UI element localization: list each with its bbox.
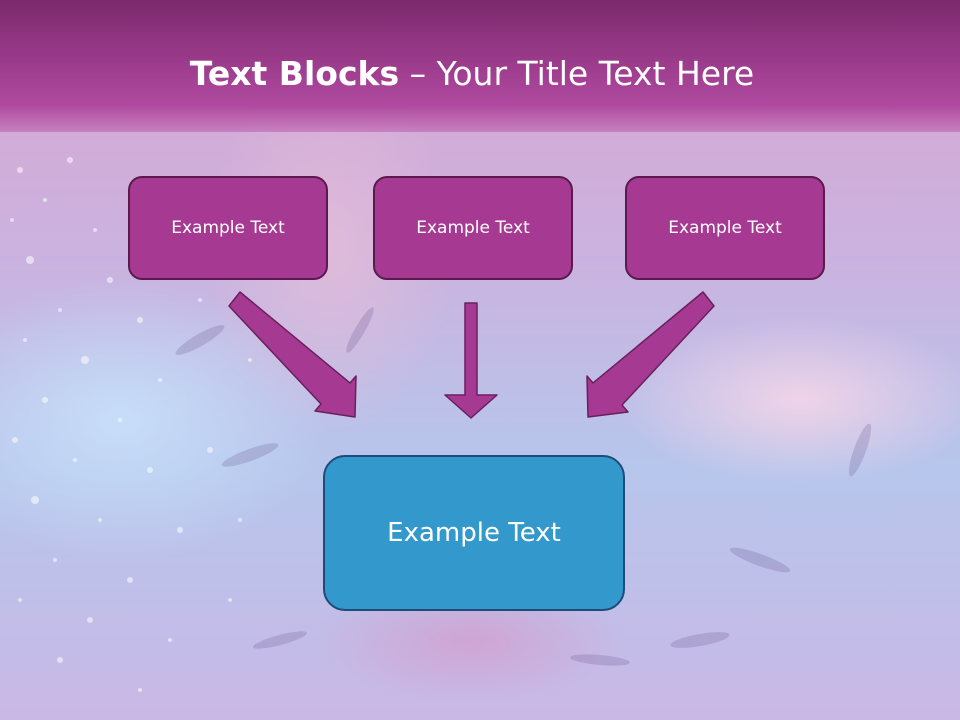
water-bubbles: [10, 157, 252, 692]
slide-title-separator: –: [399, 54, 437, 93]
text-block-2[interactable]: Example Text: [373, 176, 573, 280]
slide-title: Text Blocks – Your Title Text Here: [0, 52, 944, 96]
text-block-main[interactable]: Example Text: [323, 455, 625, 611]
arrow-right: [586, 291, 715, 418]
arrow-center: [444, 302, 498, 419]
title-band: [0, 0, 960, 132]
slide-title-rest: Your Title Text Here: [436, 54, 755, 93]
text-block-3[interactable]: Example Text: [625, 176, 825, 280]
arrow-left: [228, 291, 357, 418]
slide-title-bold: Text Blocks: [189, 54, 400, 93]
fish-shapes: [175, 307, 872, 666]
text-block-1[interactable]: Example Text: [128, 176, 328, 280]
